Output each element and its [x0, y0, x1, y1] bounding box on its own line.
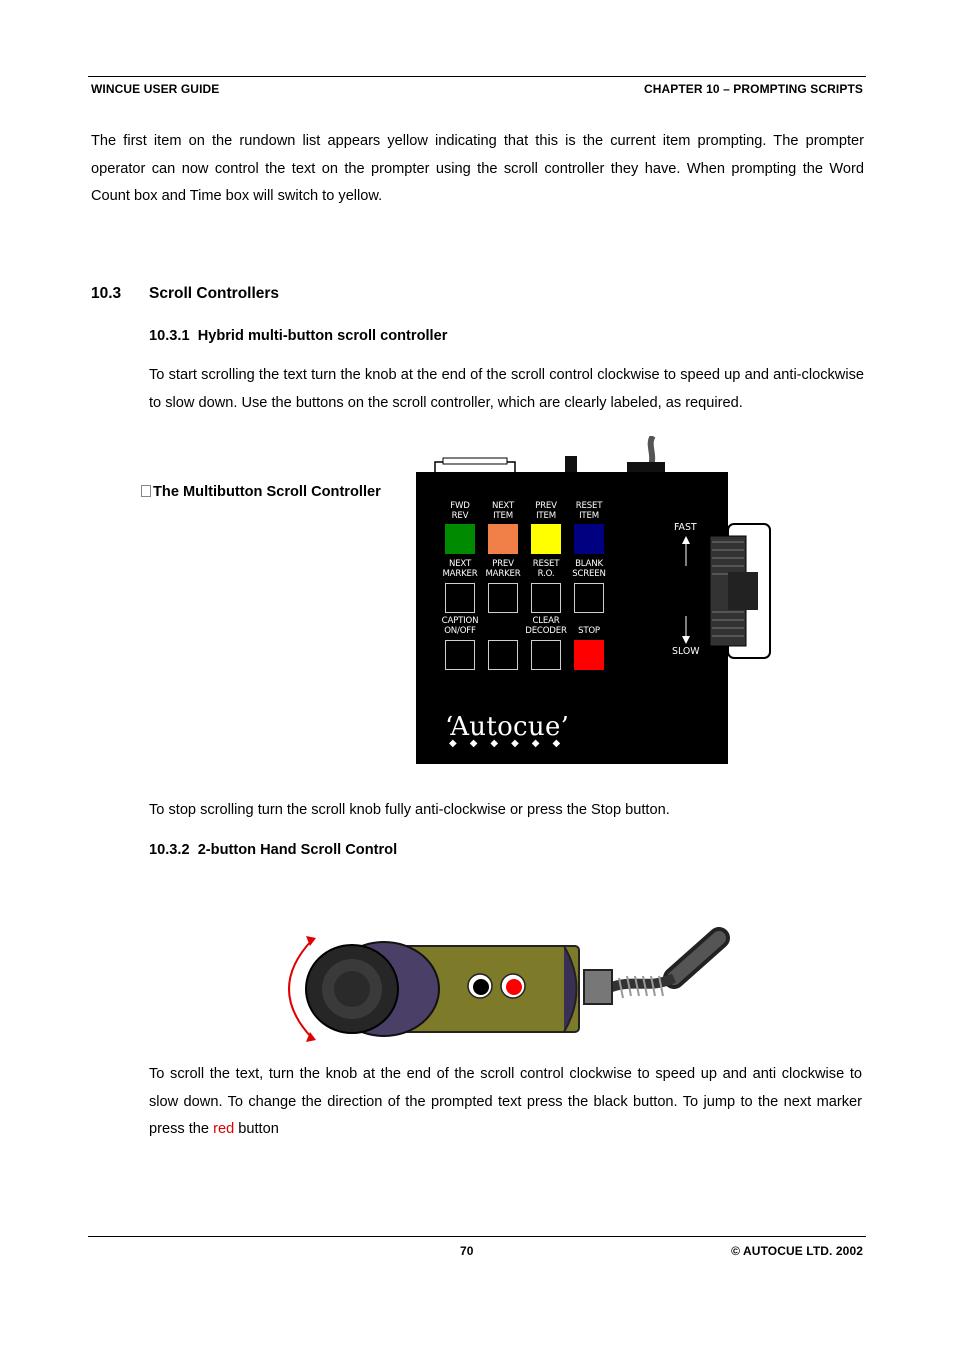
subsection-2-title: 2-button Hand Scroll Control: [197, 842, 398, 858]
figure-caption-text: The Multibutton Scroll Controller: [153, 484, 381, 500]
header-left: WINCUE USER GUIDE: [91, 82, 220, 96]
autocue-logo: ‘Autocue’: [445, 712, 570, 742]
prev-marker-button: [488, 583, 518, 613]
header-rule: [88, 76, 866, 77]
next-item-button: [488, 524, 518, 554]
intro-paragraph: The first item on the rundown list appea…: [91, 133, 864, 204]
subsection-2-heading: 10.3.2 2-button Hand Scroll Control: [149, 842, 397, 858]
footer-rule: [88, 1236, 866, 1237]
section-heading: 10.3 Scroll Controllers: [91, 285, 279, 303]
clear-decoder-button: [531, 640, 561, 670]
logo-dots: ◆◆◆◆◆◆: [449, 738, 574, 749]
section-number: 10.3: [91, 285, 122, 302]
figure-caption: The Multibutton Scroll Controller: [141, 484, 381, 500]
subsection-2-number: 10.3.2: [149, 842, 190, 858]
caption-bullet-icon: [141, 485, 151, 497]
stop-label: STOP: [578, 625, 600, 636]
next-marker-button: [445, 583, 475, 613]
blank-button: [488, 640, 518, 670]
header-right: CHAPTER 10 – PROMPTING SCRIPTS: [643, 82, 863, 96]
caption-onoff-button: [445, 640, 475, 670]
page-number: 70: [460, 1244, 474, 1258]
subsection-1-title: Hybrid multi-button scroll controller: [197, 328, 448, 344]
hand-cable: [607, 927, 730, 999]
hand-scroll-control-image: [288, 927, 730, 1042]
copyright: © AUTOCUE LTD. 2002: [731, 1244, 863, 1258]
controller-body-drawing: [416, 436, 771, 764]
subsection-2-paragraph: To scroll the text, turn the knob at the…: [149, 1061, 862, 1144]
paragraph-text-before-red: To scroll the text, turn the knob at the…: [149, 1066, 862, 1137]
stop-paragraph: To stop scrolling turn the scroll knob f…: [149, 802, 670, 818]
red-word: red: [213, 1121, 235, 1137]
reset-ro-button: [531, 583, 561, 613]
fwd-rev-button: [445, 524, 475, 554]
reset-item-button: [574, 524, 604, 554]
subsection-1-heading: 10.3.1 Hybrid multi-button scroll contro…: [149, 328, 447, 344]
stop-button: [574, 640, 604, 670]
blank-screen-button: [574, 583, 604, 613]
fast-label: FAST: [674, 522, 697, 533]
slow-label: SLOW: [672, 646, 700, 657]
section-title: Scroll Controllers: [149, 285, 280, 302]
subsection-1-number: 10.3.1: [149, 328, 190, 344]
subsection-1-paragraph: To start scrolling the text turn the kno…: [149, 367, 864, 411]
paragraph-text-after-red: button: [234, 1121, 279, 1137]
prev-item-button: [531, 524, 561, 554]
